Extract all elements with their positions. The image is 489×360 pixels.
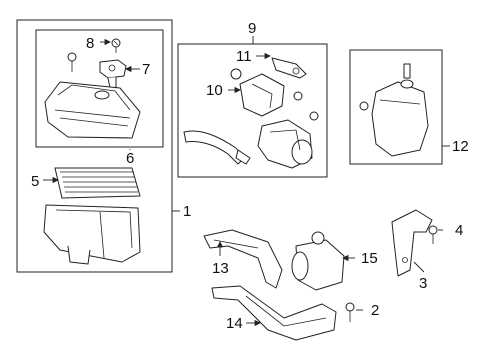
callout-11: 11	[236, 48, 252, 65]
air-cleaner-assembly-frame	[16, 19, 173, 273]
callout-10: 10	[206, 82, 223, 99]
bolt-8	[111, 38, 121, 53]
screw-left	[67, 52, 77, 72]
intake-hose	[183, 91, 319, 169]
callout-3: 3	[419, 275, 427, 292]
resonator-tank-frame	[349, 49, 443, 165]
callout-14: 14	[226, 315, 243, 332]
inlet-15	[291, 231, 345, 291]
callout-2: 2	[371, 302, 379, 319]
callout-12: 12	[452, 138, 469, 155]
callout-13: 13	[212, 260, 229, 277]
bolt-4	[428, 225, 438, 244]
callout-5: 5	[31, 173, 39, 190]
resonator-tank-12	[359, 63, 429, 157]
bracket-11	[271, 57, 307, 79]
resonator-10	[230, 68, 285, 117]
air-cleaner-case	[43, 204, 141, 265]
duct-14	[211, 285, 337, 341]
callout-9: 9	[248, 20, 256, 37]
callout-6: 6	[126, 150, 134, 167]
callout-4: 4	[455, 222, 463, 239]
callout-15: 15	[361, 250, 378, 267]
air-cleaner-cap-6	[44, 81, 141, 139]
callout-8: 8	[86, 35, 94, 52]
callout-1: 1	[183, 203, 191, 220]
bracket-3	[391, 209, 433, 277]
sensor-7	[99, 59, 127, 89]
intake-hose-frame	[177, 43, 328, 178]
air-filter-5	[54, 167, 141, 199]
duct-13	[203, 229, 283, 289]
air-cleaner-cap-subframe	[35, 29, 164, 148]
leader-3	[413, 261, 425, 273]
callout-7: 7	[142, 61, 150, 78]
bolt-2	[345, 302, 355, 322]
